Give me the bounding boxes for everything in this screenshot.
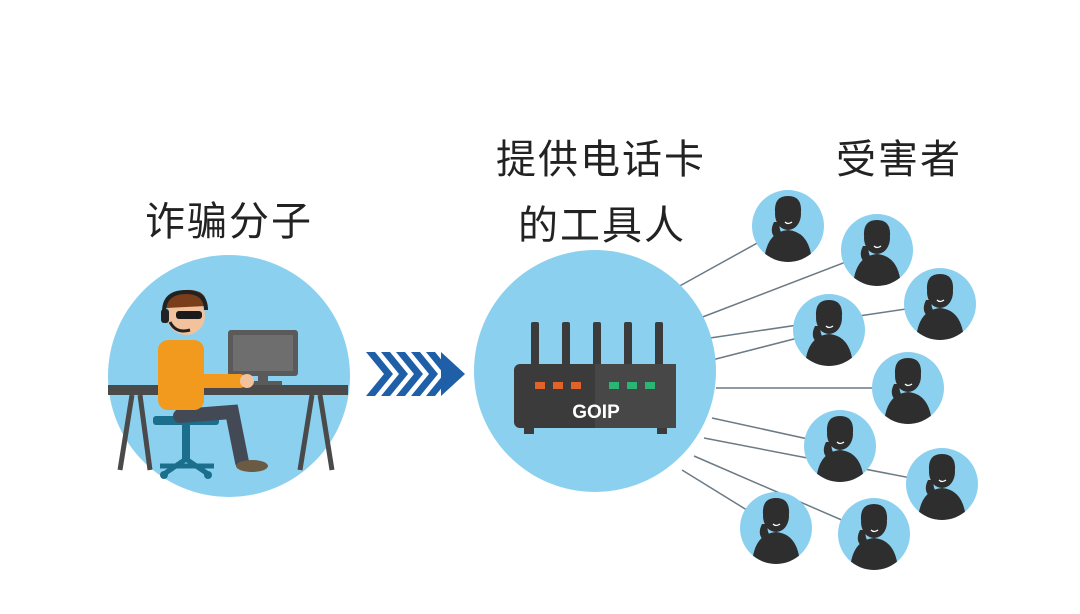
arrow-chevron <box>411 352 438 396</box>
victims-group <box>740 190 978 570</box>
arrow-chevron <box>381 352 408 396</box>
victim-icon <box>804 410 876 482</box>
scammer-label: 诈骗分子 <box>145 199 313 245</box>
victim-icon <box>872 352 944 424</box>
flow-arrow <box>366 352 465 396</box>
victims-label: 受害者 <box>836 137 962 183</box>
victim-icon <box>752 190 824 262</box>
sunglasses <box>176 311 202 319</box>
tool-person-label-line1: 提供电话卡 <box>496 137 706 183</box>
victim-icon <box>906 448 978 520</box>
scammer-legs <box>173 404 249 469</box>
arrow-chevron <box>366 352 393 396</box>
tool-person-illustration: GOIP <box>474 250 716 492</box>
scammer-shirt <box>158 340 204 410</box>
victim-icon <box>838 498 910 570</box>
router-brand-label: GOIP <box>572 402 620 423</box>
tool-person-label-line2: 的工具人 <box>518 203 686 249</box>
victim-icon <box>841 214 913 286</box>
arrow-tip <box>441 352 465 396</box>
headset <box>162 289 208 313</box>
desk-legs <box>117 394 335 471</box>
desk-top <box>108 385 348 395</box>
victim-icon <box>740 492 812 564</box>
arrow-chevron <box>396 352 423 396</box>
victim-icon <box>904 268 976 340</box>
router-antennas <box>531 322 663 370</box>
victim-icon <box>793 294 865 366</box>
scammer-illustration <box>108 255 350 497</box>
